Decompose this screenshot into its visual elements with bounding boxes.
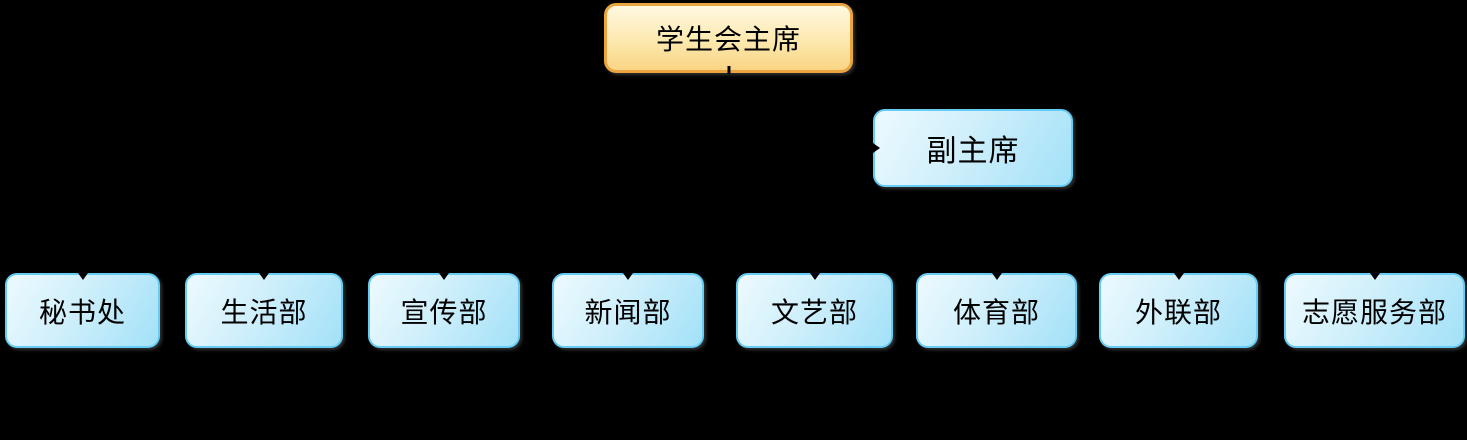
- node-dept-label: 文艺部: [770, 297, 858, 329]
- arrowhead-icon: [77, 273, 88, 280]
- node-vice-president: 副主席: [873, 109, 1073, 187]
- arrowhead-icon: [809, 273, 820, 280]
- arrowhead-icon: [259, 273, 269, 280]
- node-dept-label: 外联部: [1134, 297, 1222, 329]
- arrowhead-icon: [873, 143, 880, 153]
- node-dept-label: 秘书处: [38, 297, 126, 329]
- node-dept-label: 新闻部: [584, 297, 672, 329]
- node-dept-label: 宣传部: [400, 297, 488, 329]
- node-dept-external-relations: 外联部: [1099, 273, 1258, 348]
- arrowhead-icon: [991, 273, 1002, 280]
- node-dept-label: 体育部: [952, 297, 1040, 329]
- node-dept-secretariat: 秘书处: [5, 273, 160, 348]
- arrowhead-icon: [623, 273, 633, 280]
- node-dept-publicity: 宣传部: [368, 273, 520, 348]
- node-dept-label: 生活部: [220, 297, 308, 329]
- arrowhead-icon: [439, 273, 449, 280]
- node-dept-life: 生活部: [185, 273, 343, 348]
- connector-stub-icon: [727, 66, 730, 74]
- node-vice-president-label: 副主席: [926, 135, 1020, 168]
- node-dept-label: 志愿服务部: [1301, 297, 1447, 329]
- arrowhead-icon: [1173, 273, 1184, 280]
- node-president: 学生会主席: [604, 3, 853, 74]
- arrowhead-icon: [1369, 273, 1380, 280]
- node-president-label: 学生会主席: [655, 25, 801, 56]
- node-dept-news: 新闻部: [552, 273, 704, 348]
- node-dept-volunteer-service: 志愿服务部: [1284, 273, 1465, 348]
- node-dept-sports: 体育部: [916, 273, 1077, 348]
- node-dept-arts: 文艺部: [736, 273, 893, 348]
